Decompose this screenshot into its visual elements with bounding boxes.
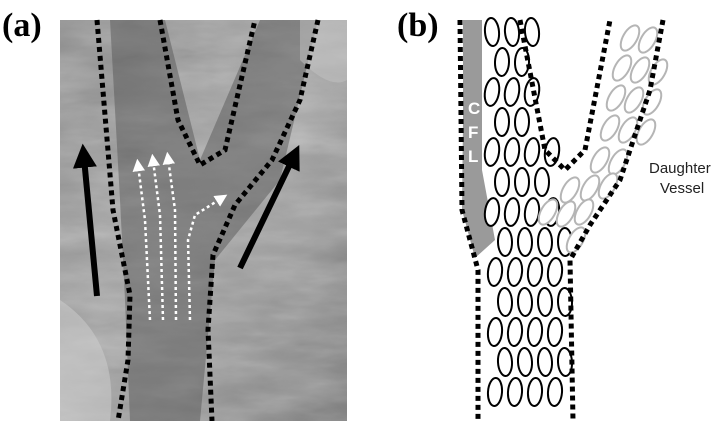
rbc-cell: [527, 257, 544, 286]
rbc-cell: [518, 288, 533, 316]
rbc-cell: [495, 48, 510, 76]
rbc-cell: [538, 288, 553, 316]
daughter-vessel-label-line1: Daughter: [649, 160, 711, 177]
rbc-cell: [504, 17, 520, 46]
panel-b-label: (b): [397, 7, 439, 44]
rbc-cell: [535, 168, 549, 196]
rbc-cell: [498, 228, 512, 256]
rbc-cell: [483, 137, 501, 167]
rbc-cell: [538, 228, 552, 256]
rbc-cell: [547, 257, 564, 286]
rbc-cell: [487, 317, 503, 346]
rbc-cell: [507, 378, 523, 407]
rbc-cell: [487, 257, 504, 286]
rbc-cell: [547, 317, 563, 346]
rbc-cell: [523, 197, 540, 226]
rbc-cell: [503, 197, 520, 226]
panel-a-micrograph: [60, 20, 347, 421]
rbc-cell: [495, 108, 509, 136]
rbc-cell: [517, 348, 532, 377]
rbc-cell: [515, 48, 530, 76]
rbc-cell: [515, 108, 529, 136]
daughter-vessel-label-line2: Vessel: [660, 180, 704, 197]
rbc-cell: [483, 77, 501, 107]
cfl-letter-c: C: [468, 99, 480, 118]
rbc-cell: [527, 317, 543, 346]
rbc-cell: [547, 378, 563, 407]
rbc-cell: [515, 168, 529, 196]
rbc-cell: [543, 137, 561, 167]
rbc-cell: [497, 348, 512, 377]
rbc-cell: [484, 17, 500, 46]
rbc-cell: [503, 137, 521, 167]
rbc-cell: [503, 77, 521, 107]
panel-a-label: (a): [2, 7, 42, 44]
rbc-cell: [498, 288, 513, 316]
cfl-letter-l: L: [468, 147, 478, 166]
rbc-cell: [487, 378, 503, 407]
rbc-cell: [527, 378, 543, 407]
cfl-letter-f: F: [468, 123, 478, 142]
rbc-cell: [523, 137, 541, 167]
rbc-cell: [495, 168, 509, 196]
rbc-cell: [537, 348, 552, 377]
rbc-cell: [518, 228, 532, 256]
rbc-cell: [507, 317, 523, 346]
rbc-cell: [507, 257, 524, 286]
